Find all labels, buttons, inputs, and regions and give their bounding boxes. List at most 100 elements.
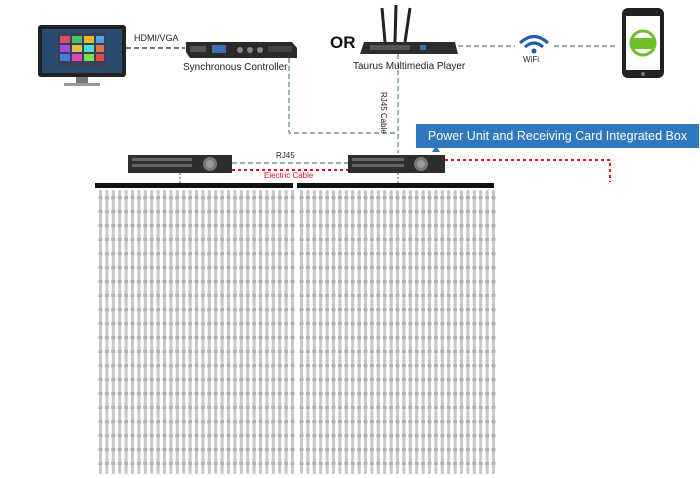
led-pixel [124, 336, 129, 339]
led-pixel [239, 280, 244, 283]
led-pixel [318, 280, 323, 283]
led-pixel [284, 252, 289, 255]
led-pixel [271, 420, 276, 423]
led-pixel [162, 294, 167, 297]
led-pixel [220, 196, 225, 199]
led-strip [271, 190, 275, 474]
led-pixel [213, 266, 218, 269]
led-pixel [344, 196, 349, 199]
led-pixel [136, 336, 141, 339]
led-pixel [478, 350, 483, 353]
led-pixel [331, 252, 336, 255]
led-pixel [369, 322, 374, 325]
led-pixel [465, 252, 470, 255]
led-pixel [258, 434, 263, 437]
led-pixel [143, 448, 148, 451]
led-pixel [271, 308, 276, 311]
led-pixel [136, 210, 141, 213]
led-pixel [220, 308, 225, 311]
led-pixel [363, 266, 368, 269]
led-pixel [427, 252, 432, 255]
led-pixel [453, 238, 458, 241]
led-pixel [453, 210, 458, 213]
led-pixel [156, 210, 161, 213]
led-pixel [181, 434, 186, 437]
led-pixel [124, 280, 129, 283]
led-pixel [395, 252, 400, 255]
led-pixel [258, 252, 263, 255]
led-pixel [382, 406, 387, 409]
led-pixel [299, 350, 304, 353]
led-pixel [232, 350, 237, 353]
led-pixel [290, 392, 295, 395]
led-pixel [465, 322, 470, 325]
led-pixel [188, 266, 193, 269]
led-pixel [226, 224, 231, 227]
led-pixel [491, 224, 496, 227]
led-strip [325, 190, 329, 474]
led-pixel [337, 378, 342, 381]
led-pixel [357, 280, 362, 283]
led-pixel [136, 392, 141, 395]
led-pixel [376, 280, 381, 283]
led-pixel [395, 294, 400, 297]
led-pixel [117, 378, 122, 381]
led-pixel [136, 448, 141, 451]
led-pixel [414, 322, 419, 325]
led-pixel [143, 350, 148, 353]
led-pixel [401, 280, 406, 283]
led-pixel [318, 252, 323, 255]
led-pixel [252, 336, 257, 339]
led-pixel [491, 392, 496, 395]
led-pixel [252, 280, 257, 283]
led-pixel [98, 462, 103, 465]
led-pixel [318, 434, 323, 437]
led-pixel [491, 308, 496, 311]
led-pixel [290, 336, 295, 339]
led-pixel [395, 280, 400, 283]
led-pixel [136, 378, 141, 381]
led-pixel [188, 252, 193, 255]
led-pixel [194, 252, 199, 255]
led-pixel [331, 280, 336, 283]
led-pixel [299, 336, 304, 339]
led-pixel [264, 378, 269, 381]
led-pixel [369, 252, 374, 255]
led-pixel [104, 196, 109, 199]
led-pixel [485, 210, 490, 213]
led-pixel [305, 196, 310, 199]
led-pixel [207, 196, 212, 199]
led-pixel [271, 280, 276, 283]
led-pixel [226, 420, 231, 423]
led-pixel [290, 280, 295, 283]
led-pixel [175, 378, 180, 381]
led-strip [383, 190, 387, 474]
led-pixel [433, 364, 438, 367]
led-pixel [207, 406, 212, 409]
led-pixel [111, 266, 116, 269]
led-pixel [299, 406, 304, 409]
led-pixel [156, 280, 161, 283]
led-pixel [124, 252, 129, 255]
led-pixel [395, 266, 400, 269]
led-pixel [376, 364, 381, 367]
led-pixel [401, 308, 406, 311]
led-pixel [136, 420, 141, 423]
led-pixel [258, 364, 263, 367]
led-pixel [325, 266, 330, 269]
led-pixel [312, 392, 317, 395]
led-pixel [376, 196, 381, 199]
led-strip [415, 190, 419, 474]
led-pixel [408, 266, 413, 269]
led-pixel [162, 350, 167, 353]
led-pixel [168, 448, 173, 451]
led-pixel [472, 336, 477, 339]
led-pixel [433, 322, 438, 325]
led-pixel [427, 238, 432, 241]
led-pixel [188, 336, 193, 339]
led-pixel [245, 238, 250, 241]
led-strip [214, 190, 218, 474]
led-pixel [111, 280, 116, 283]
led-pixel [220, 280, 225, 283]
led-pixel [239, 392, 244, 395]
